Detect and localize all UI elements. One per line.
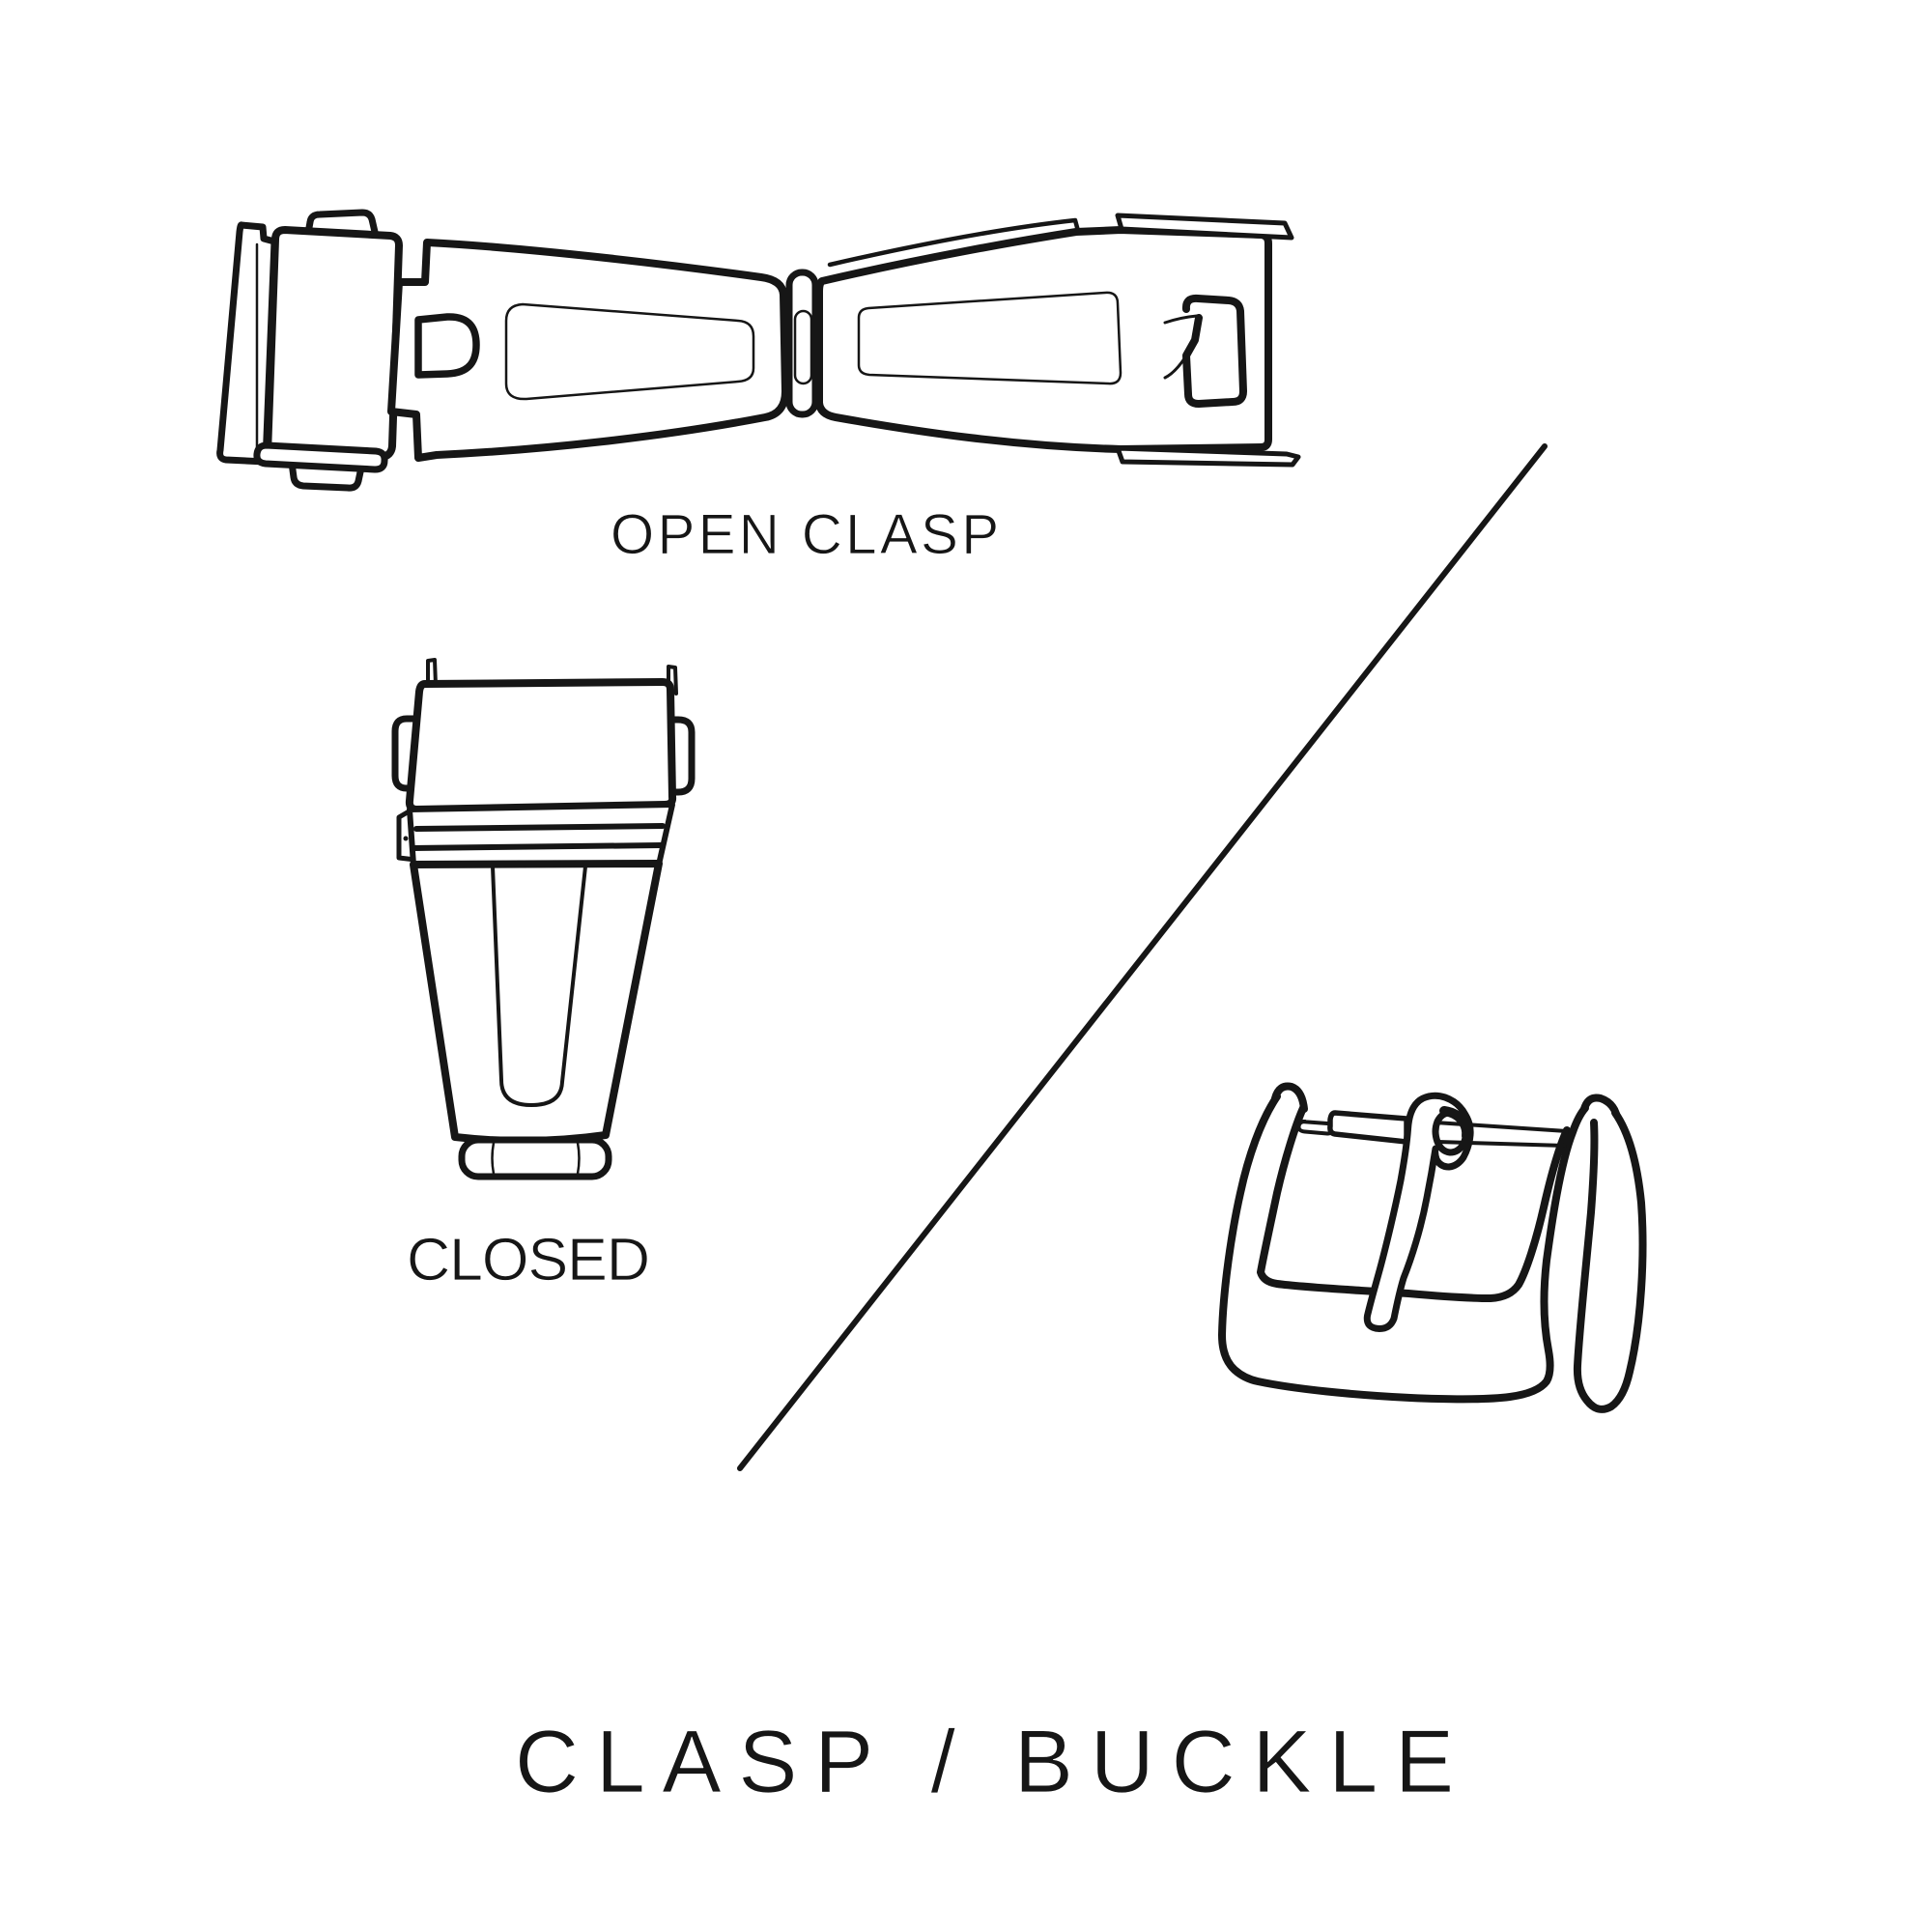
svg-text:CLOSED: CLOSED (407, 1226, 650, 1293)
svg-text:OPEN CLASP: OPEN CLASP (611, 503, 999, 566)
svg-text:CLASP / BUCKLE: CLASP / BUCKLE (515, 1713, 1454, 1811)
